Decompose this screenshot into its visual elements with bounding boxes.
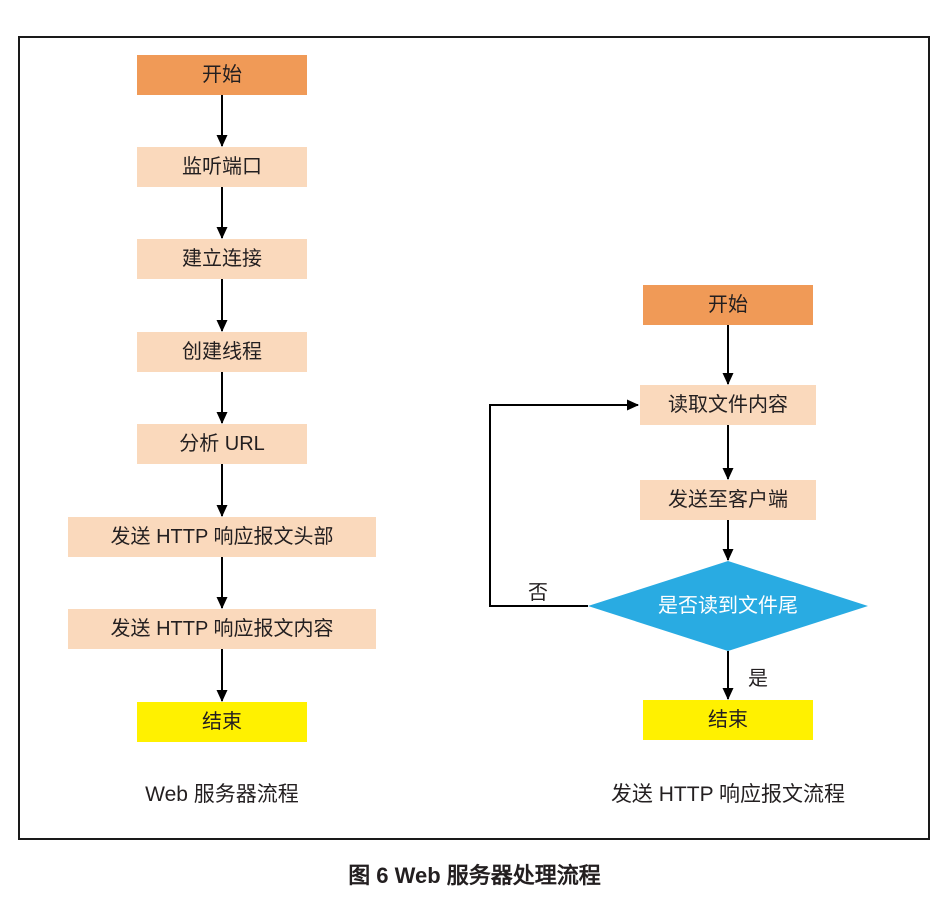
node-right-start: 开始 [643, 285, 813, 325]
branch-label-no: 否 [528, 582, 548, 604]
node-label: 开始 [708, 294, 748, 316]
node-label: 创建线程 [182, 341, 262, 363]
node-label: 发送 HTTP 响应报文内容 [110, 618, 334, 640]
node-label: 建立连接 [182, 248, 262, 270]
node-right-read-file: 读取文件内容 [640, 385, 816, 425]
node-left-send-http-header: 发送 HTTP 响应报文头部 [68, 517, 376, 557]
figure-caption: 图 6 Web 服务器处理流程 [348, 863, 601, 888]
node-left-create-thread: 创建线程 [137, 332, 307, 372]
node-left-start: 开始 [137, 55, 307, 95]
node-label: 读取文件内容 [668, 394, 788, 416]
left-flow-title: Web 服务器流程 [145, 783, 299, 806]
node-label: 开始 [202, 64, 242, 86]
node-label: 发送 HTTP 响应报文头部 [110, 526, 334, 548]
node-label: 监听端口 [182, 156, 262, 178]
node-left-end: 结束 [137, 702, 307, 742]
node-left-listen-port: 监听端口 [137, 147, 307, 187]
node-label: 分析 URL [179, 433, 265, 455]
node-label: 结束 [708, 709, 748, 731]
node-right-send-to-client: 发送至客户端 [640, 480, 816, 520]
right-flow-title: 发送 HTTP 响应报文流程 [610, 783, 846, 806]
node-label: 结束 [202, 711, 242, 733]
node-label: 是否读到文件尾 [658, 595, 798, 617]
node-label: 发送至客户端 [668, 489, 788, 511]
node-left-establish-connection: 建立连接 [137, 239, 307, 279]
node-left-parse-url: 分析 URL [137, 424, 307, 464]
node-left-send-http-body: 发送 HTTP 响应报文内容 [68, 609, 376, 649]
node-right-end: 结束 [643, 700, 813, 740]
branch-label-yes: 是 [748, 668, 768, 690]
